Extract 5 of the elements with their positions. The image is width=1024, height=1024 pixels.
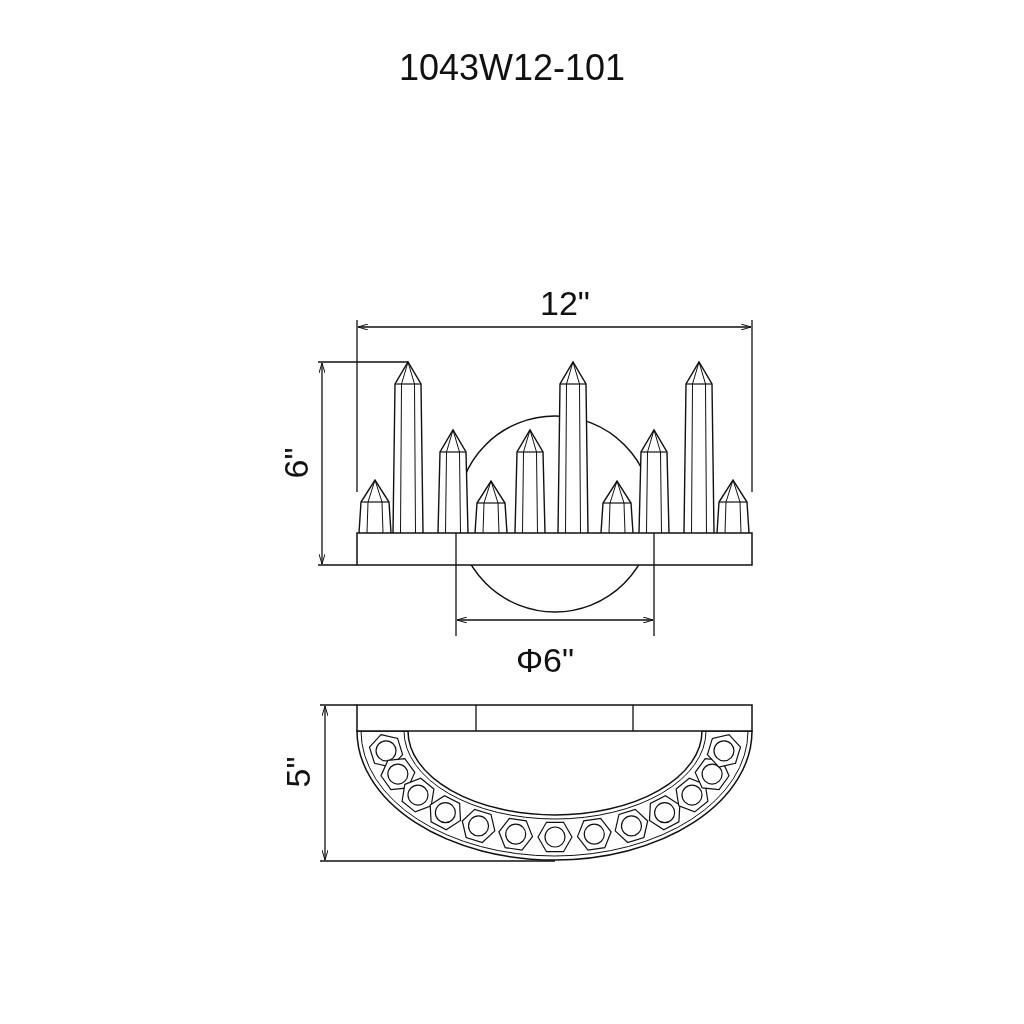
dimension-label: 5" — [281, 756, 315, 788]
dimension-label: 12" — [540, 286, 590, 320]
title: 1043W12-101 — [397, 50, 627, 86]
dimension-label: Φ6" — [515, 643, 575, 677]
dimension-label: 6" — [279, 447, 313, 479]
